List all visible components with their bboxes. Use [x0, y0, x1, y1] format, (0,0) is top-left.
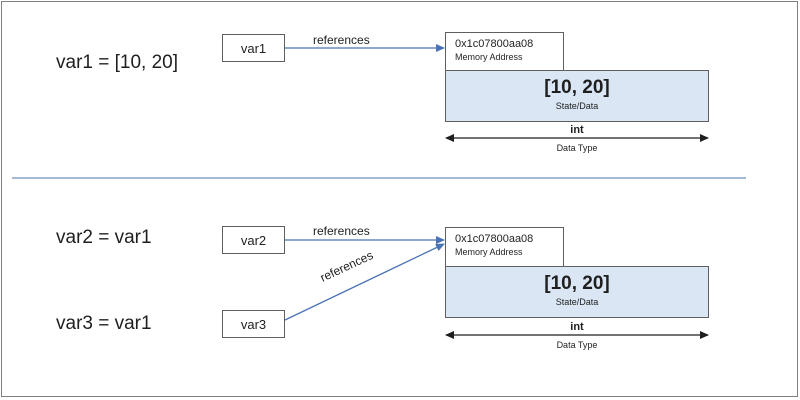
statement-var3: var3 = var1 — [56, 313, 152, 334]
var3-box: var3 — [222, 310, 285, 338]
data-type-caption-top: Data Type — [556, 143, 598, 153]
reference-arrow-var3 — [284, 243, 445, 321]
data-type-value-top: int — [570, 124, 584, 136]
state-data-box-bottom: [10, 20] State/Data — [445, 266, 709, 318]
memory-address-value: 0x1c07800aa08 — [455, 233, 534, 245]
state-value: [10, 20] — [544, 273, 610, 294]
memory-address-caption: Memory Address — [455, 52, 523, 62]
memory-address-caption: Memory Address — [455, 247, 523, 257]
references-label-var2: references — [313, 224, 370, 238]
var1-label: var1 — [240, 40, 267, 56]
statement-var2: var2 = var1 — [56, 227, 152, 248]
var2-label: var2 — [240, 232, 267, 248]
memory-address-box-top: 0x1c07800aa08 Memory Address — [445, 32, 564, 71]
var1-box: var1 — [222, 34, 285, 62]
state-caption: State/Data — [555, 297, 599, 307]
state-data-box-top: [10, 20] State/Data — [445, 70, 709, 122]
data-type-value-bottom: int — [570, 321, 584, 333]
statement-var1: var1 = [10, 20] — [56, 52, 178, 73]
memory-address-box-bottom: 0x1c07800aa08 Memory Address — [445, 227, 564, 267]
state-caption: State/Data — [555, 101, 599, 111]
references-label-var1: references — [313, 33, 370, 47]
var2-box: var2 — [222, 226, 285, 254]
state-value: [10, 20] — [544, 77, 610, 98]
var3-label: var3 — [240, 316, 267, 332]
data-type-caption-bottom: Data Type — [556, 340, 598, 350]
memory-address-value: 0x1c07800aa08 — [455, 38, 534, 50]
